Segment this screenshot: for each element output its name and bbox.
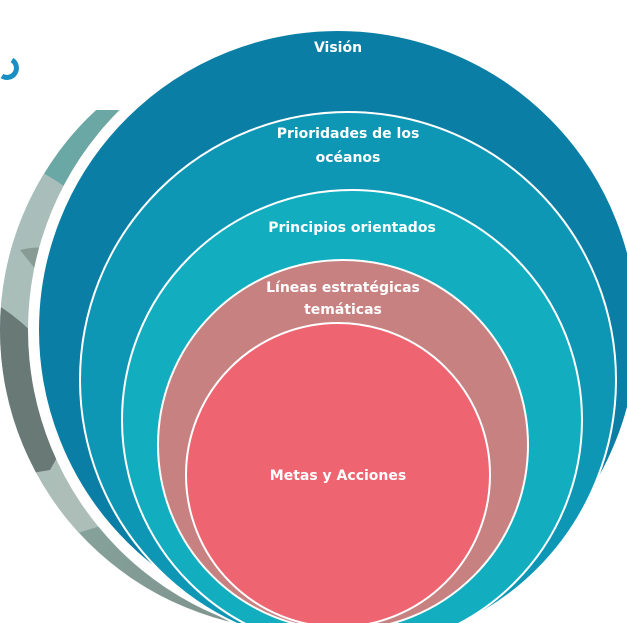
ring-label-goals: Metas y Acciones [270,468,406,484]
ring-label-strategic-lines: temáticas [304,302,382,318]
ring-label-principles: Principios orientados [268,220,436,236]
ring-goals [185,322,491,623]
ring-label-priorities: océanos [316,150,381,166]
ring-label-strategic-lines: Líneas estratégicas [266,280,420,296]
ring-label-priorities: Prioridades de los [277,126,420,142]
ring-label-vision: Visión [314,40,362,56]
accent-arc [0,57,19,80]
